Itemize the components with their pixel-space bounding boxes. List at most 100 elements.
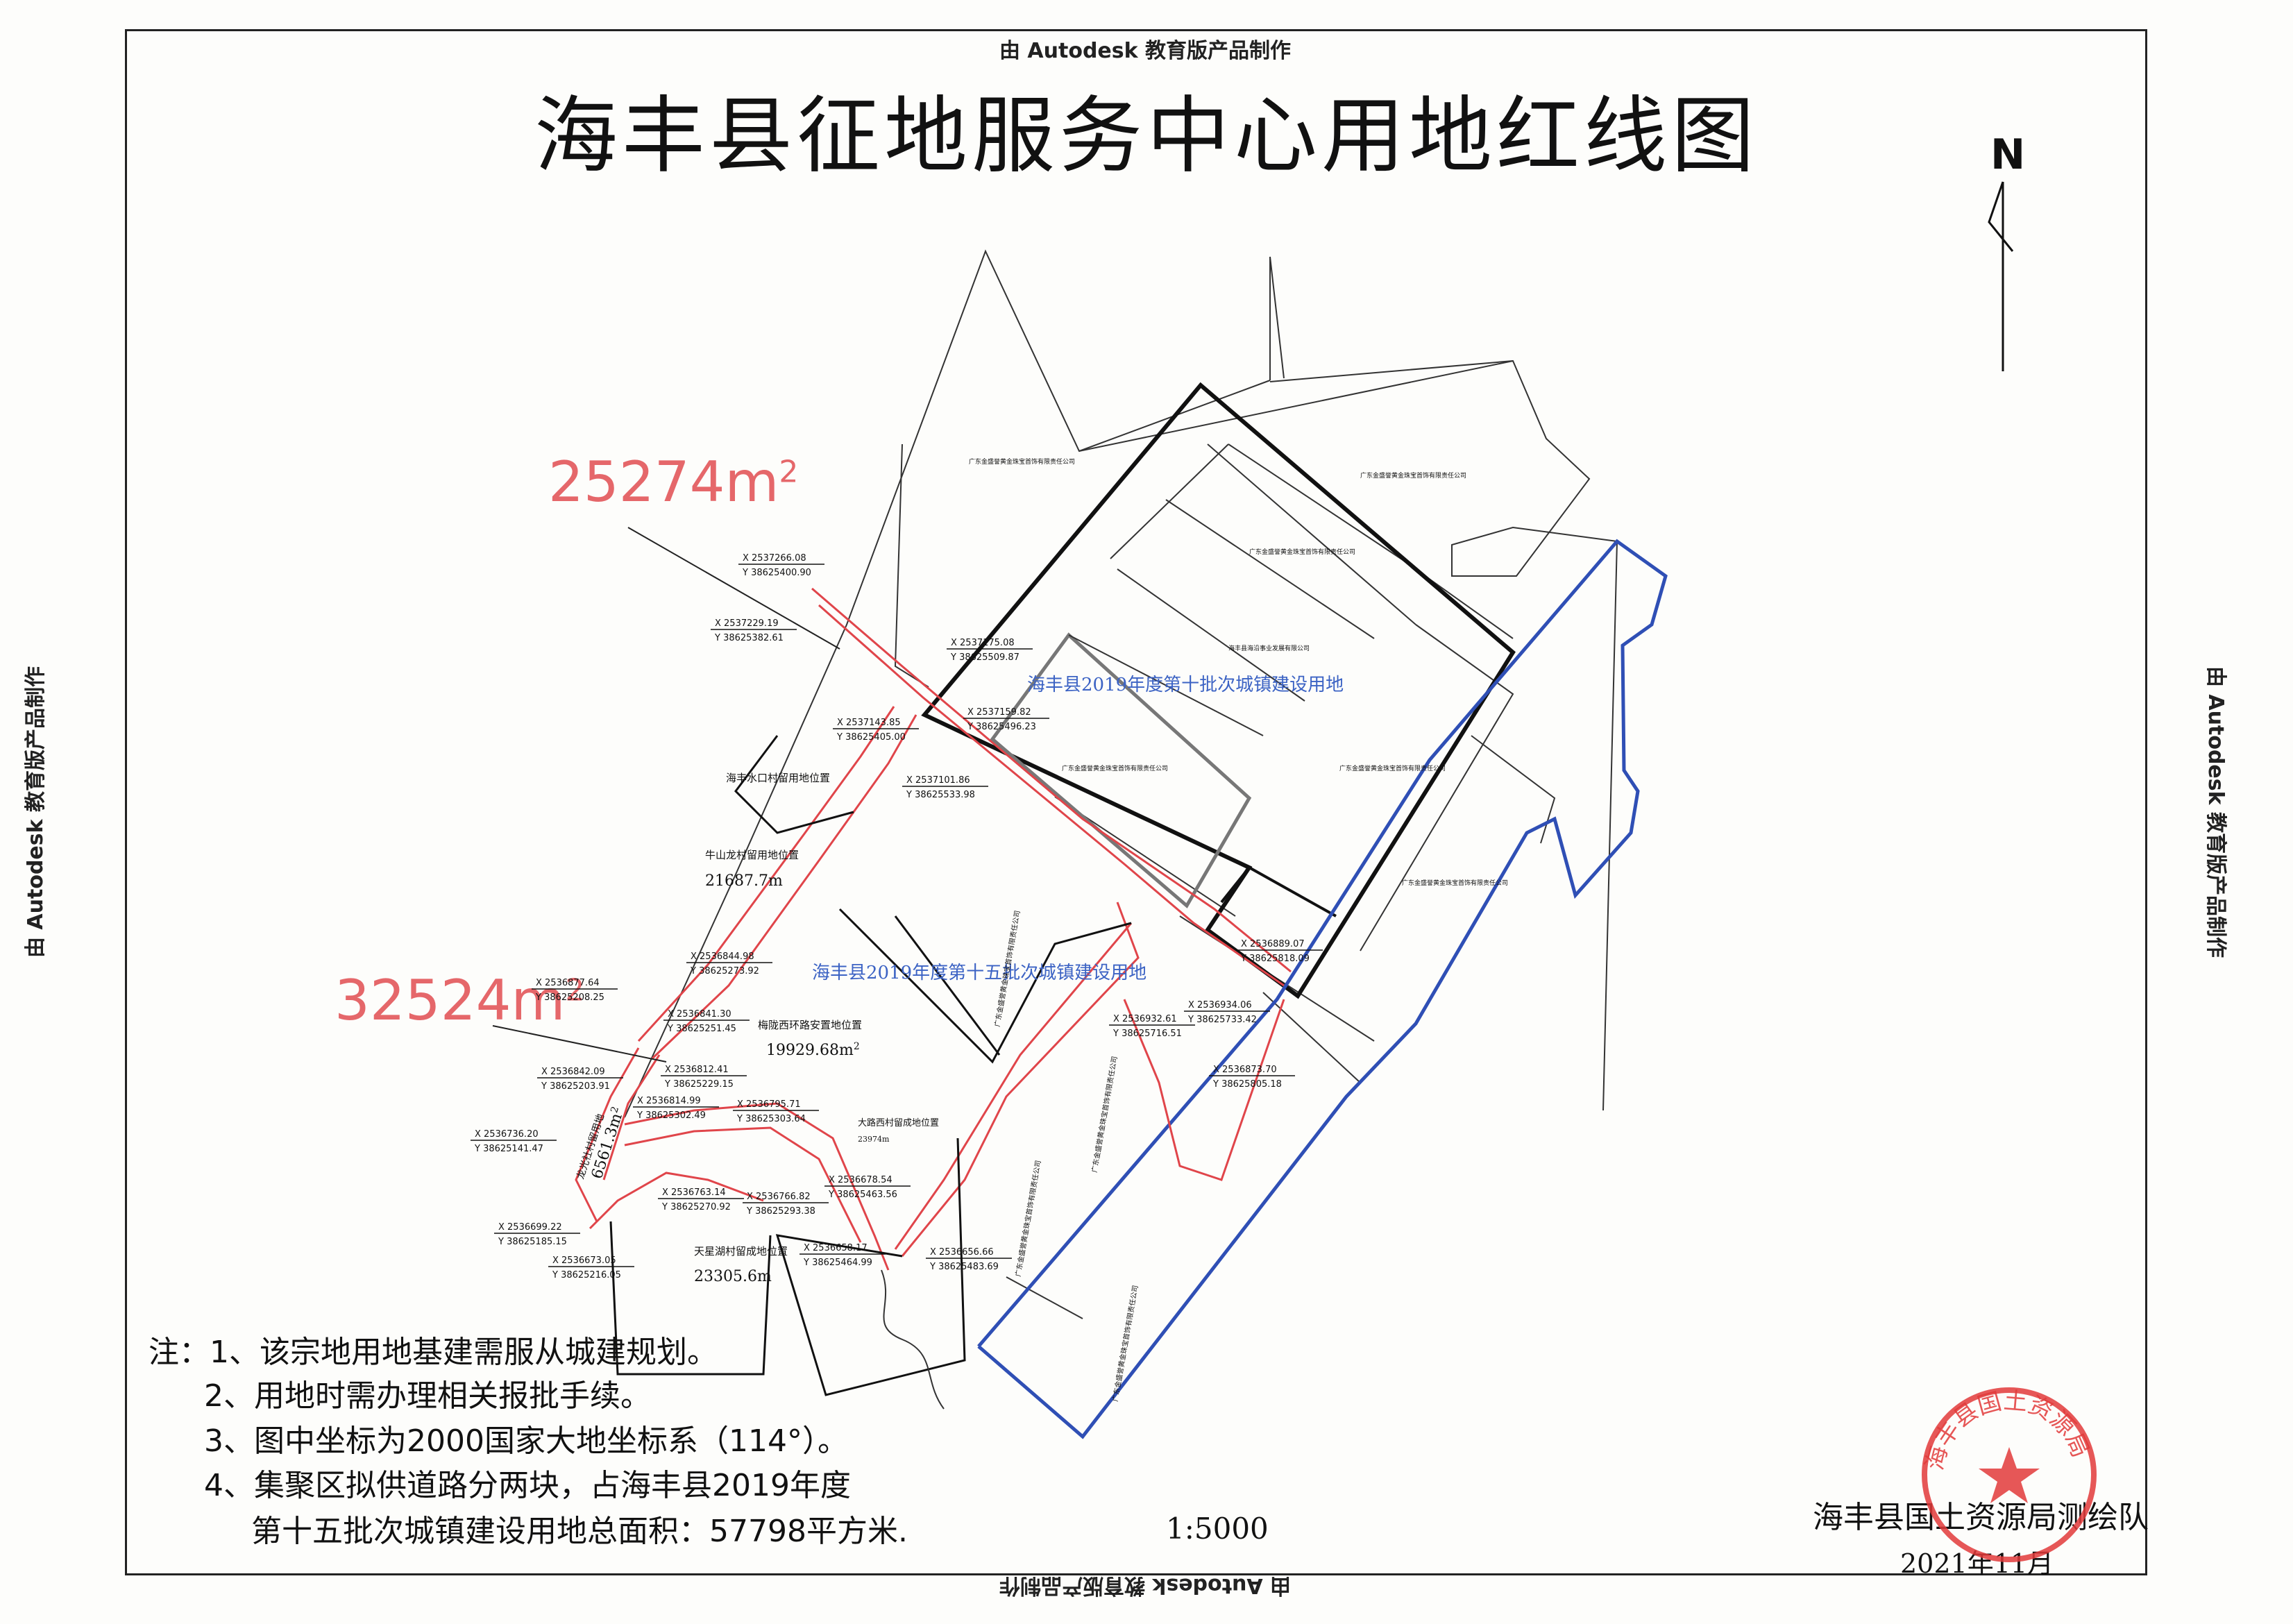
context-boundaries bbox=[624, 249, 1618, 1319]
coordinate-label: X 2536658.17Y 38625464.99 bbox=[799, 1243, 886, 1268]
coordinate-x: X 2536934.06 bbox=[1188, 1000, 1252, 1010]
coordinate-label: X 2536814.99 Y 38625302.49 bbox=[633, 1096, 719, 1121]
label-company-5: 广东金盛誉黄金珠宝首饰有限责任公司 bbox=[1339, 764, 1446, 772]
coordinate-x: X 2536673.05 bbox=[552, 1255, 616, 1266]
parcel-outlines bbox=[609, 735, 1132, 1396]
coordinate-x: X 2536658.17 bbox=[804, 1243, 868, 1253]
note-4: 4、集聚区拟供道路分两块，占海丰县2019年度 bbox=[204, 1468, 851, 1503]
coordinate-y: Y 38625733.42 bbox=[1187, 1015, 1257, 1025]
coordinate-label: X 2536877.64 Y 38625208.25 bbox=[532, 978, 618, 1003]
coordinate-label: X 2536673.05 Y 38625216.05 bbox=[548, 1255, 634, 1280]
coordinate-x: X 2536877.64 bbox=[536, 978, 600, 988]
coordinate-y: Y 38625229.15 bbox=[664, 1079, 734, 1090]
coordinate-label: X 2537101.86 Y 38625533.98 bbox=[902, 775, 988, 800]
map-scale: 1:5000 bbox=[1166, 1512, 1269, 1546]
coordinate-y: Y 38625216.05 bbox=[552, 1270, 621, 1280]
coordinate-x: X 2537266.08 bbox=[743, 553, 806, 564]
coordinate-label: X 2537175.08Y 38625509.87 bbox=[947, 638, 1033, 663]
coordinate-label: X 2536763.14 Y 38625270.92 bbox=[658, 1187, 744, 1212]
coordinate-label: X 2536736.20 Y 38625141.47 bbox=[471, 1129, 557, 1154]
coordinate-y: Y 38625293.38 bbox=[746, 1206, 815, 1217]
coordinate-x: X 2536841.30 bbox=[668, 1009, 731, 1020]
label-meilong: 梅陇西环路安置地位置 bbox=[758, 1019, 862, 1031]
label-company-4: 广东金盛誉黄金珠宝首饰有限责任公司 bbox=[1062, 764, 1168, 772]
coordinate-y: Y 38625208.25 bbox=[535, 992, 604, 1003]
label-batch10: 海丰县2019年度第十批次城镇建设用地 bbox=[1027, 675, 1344, 695]
label-company-9: 广东金盛誉黄金珠宝首饰有限责任公司 bbox=[1090, 1056, 1119, 1174]
coordinate-x: X 2536873.70 bbox=[1213, 1065, 1277, 1075]
coordinate-y: Y 38625302.49 bbox=[636, 1110, 706, 1121]
label-batch15: 海丰县2019年度第十五批次城镇建设用地 bbox=[812, 963, 1146, 983]
coordinate-x: X 2536889.07 bbox=[1241, 939, 1305, 949]
coordinate-y: Y 38625400.90 bbox=[742, 568, 811, 578]
label-company-2: 广东金盛誉黄金珠宝首饰有限责任公司 bbox=[1360, 471, 1466, 480]
coordinate-y: Y 38625303.64 bbox=[736, 1114, 806, 1124]
coordinate-x: X 2536932.61 bbox=[1113, 1014, 1177, 1024]
area-upper: 25274m2 bbox=[548, 450, 799, 514]
coordinate-x: X 2536736.20 bbox=[475, 1129, 539, 1140]
note-2: 2、用地时需办理相关报批手续。 bbox=[204, 1378, 651, 1414]
coordinate-label: X 2536766.82 Y 38625293.38 bbox=[743, 1192, 829, 1217]
coordinate-label: X 2537159.82 Y 38625496.23 bbox=[963, 707, 1049, 732]
coordinate-x: X 2536814.99 bbox=[637, 1096, 701, 1106]
coordinate-y: Y 38625496.23 bbox=[967, 722, 1036, 732]
stream bbox=[881, 1269, 945, 1410]
label-shuimen: 海丰水口村留用地位置 bbox=[726, 772, 830, 784]
coordinate-y: Y 38625251.45 bbox=[667, 1024, 736, 1034]
official-seal-icon: 海丰县国土资源局 bbox=[1921, 1387, 2097, 1562]
coordinate-x: X 2536766.82 bbox=[747, 1192, 811, 1202]
label-company-1: 广东金盛誉黄金珠宝首饰有限责任公司 bbox=[969, 457, 1075, 466]
coordinate-label: X 2537229.19 Y 38625382.61 bbox=[711, 618, 797, 643]
coordinate-y: Y 38625463.56 bbox=[828, 1190, 897, 1200]
coordinate-labels: X 2537266.08 Y 38625400.90 X 2537229.19 Y 3… bbox=[471, 553, 1323, 1280]
coordinate-y: Y 38625203.91 bbox=[541, 1081, 610, 1092]
coordinate-label: X 2536934.06 Y 38625733.42 bbox=[1184, 1000, 1270, 1025]
coordinate-x: X 2536795.71 bbox=[737, 1099, 801, 1110]
blue-batch-boundary bbox=[977, 539, 1668, 1439]
coordinate-y: Y 38625818.09 bbox=[1240, 954, 1310, 964]
coordinate-y: Y 38625273.92 bbox=[690, 966, 759, 976]
coordinate-label: X 2536841.30 Y 38625251.45 bbox=[663, 1009, 750, 1034]
coordinate-label: X 2536842.09 Y 38625203.91 bbox=[537, 1067, 623, 1092]
leader-lines bbox=[492, 527, 840, 1063]
coordinate-x: X 2536699.22 bbox=[498, 1222, 562, 1233]
label-company-3: 广东金盛誉黄金珠宝首饰有限责任公司 bbox=[1249, 548, 1355, 556]
label-niushan: 牛山龙村留用地位置 bbox=[705, 849, 799, 861]
coordinate-x: X 2537229.19 bbox=[715, 618, 779, 629]
coordinate-y: Y 38625533.98 bbox=[906, 790, 975, 800]
coordinate-y: Y 38625805.18 bbox=[1212, 1079, 1282, 1090]
coordinate-y: Y 38625382.61 bbox=[714, 633, 784, 643]
area-lower: 32524m2 bbox=[335, 968, 585, 1033]
redline-corridors bbox=[575, 587, 1292, 1271]
coordinate-x: X 2536842.09 bbox=[541, 1067, 605, 1077]
label-company-10: 广东金盛誉黄金珠宝首饰有限责任公司 bbox=[1013, 1160, 1042, 1278]
map-frame bbox=[125, 29, 2147, 1575]
coordinate-x: X 2537101.86 bbox=[906, 775, 970, 786]
coordinate-label: X 2537266.08 Y 38625400.90 bbox=[738, 553, 824, 578]
note-5: 第十五批次城镇建设用地总面积：57798平方米. bbox=[251, 1514, 908, 1549]
coordinate-label: X 2536873.70 Y 38625805.18 bbox=[1209, 1065, 1295, 1090]
note-1: 注：1、该宗地用地基建需服从城建规划。 bbox=[149, 1335, 718, 1370]
coordinate-x: X 2536763.14 bbox=[662, 1187, 726, 1198]
coordinate-x: X 2537143.85 bbox=[837, 718, 901, 728]
coordinate-y: Y 38625270.92 bbox=[661, 1202, 731, 1212]
label-company-6: 广东金盛誉黄金珠宝首饰有限责任公司 bbox=[1402, 879, 1508, 887]
label-dapu: 大路西村留成地位置 bbox=[858, 1117, 939, 1128]
coordinate-label: X 2536932.61 Y 38625716.51 bbox=[1109, 1014, 1195, 1039]
coordinate-y: Y 38625716.51 bbox=[1112, 1029, 1182, 1039]
label-company-7: 海丰县海沿事业发展有限公司 bbox=[1228, 644, 1310, 652]
coordinate-label: X 2536812.41Y 38625229.15 bbox=[661, 1065, 747, 1090]
coordinate-x: X 2537159.82 bbox=[967, 707, 1031, 718]
coordinate-label: X 2536678.54Y 38625463.56 bbox=[824, 1175, 911, 1200]
survey-organization: 海丰县国土资源局测绘队 bbox=[1813, 1500, 2149, 1535]
label-niushan-area: 21687.7m bbox=[705, 872, 783, 890]
map-title: 海丰县征地服务中心用地红线图 bbox=[534, 88, 1759, 185]
coordinate-y: Y 38625185.15 bbox=[498, 1237, 567, 1247]
coordinate-y: Y 38625405.00 bbox=[836, 732, 906, 743]
coordinate-y: Y 38625483.69 bbox=[929, 1262, 999, 1272]
coordinate-label: X 2536699.22 Y 38625185.15 bbox=[494, 1222, 580, 1247]
label-tianxing-area: 23305.6m bbox=[694, 1268, 772, 1285]
watermark-top: 由 Autodesk 教育版产品制作 bbox=[999, 39, 1292, 63]
coordinate-y: Y 38625509.87 bbox=[950, 652, 1019, 663]
coordinate-y: Y 38625141.47 bbox=[474, 1144, 543, 1154]
